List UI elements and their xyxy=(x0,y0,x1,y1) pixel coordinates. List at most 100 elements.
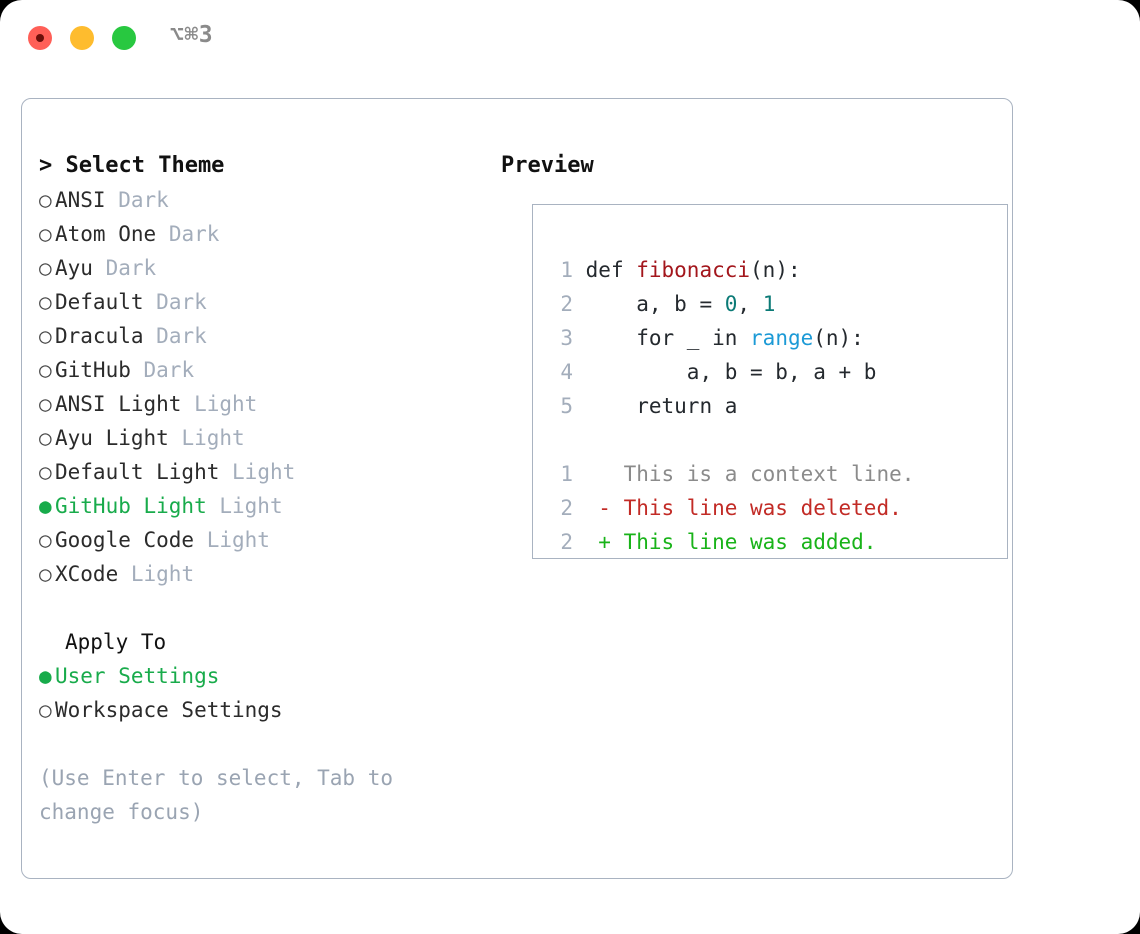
label-gap xyxy=(144,290,157,314)
radio-unselected-icon: ○ xyxy=(39,562,52,586)
radio-unselected-icon: ○ xyxy=(39,324,52,348)
theme-option-default-light[interactable]: ○Default Light Light xyxy=(39,455,489,489)
diff-line-added: 2 + This line was added. xyxy=(551,525,914,559)
theme-option-ansi-light[interactable]: ○ANSI Light Light xyxy=(39,387,489,421)
close-button-icon[interactable] xyxy=(28,26,52,50)
apply-to-option-workspace-settings[interactable]: ○Workspace Settings xyxy=(39,693,489,727)
theme-variant-badge: Dark xyxy=(156,290,207,314)
diff-marker xyxy=(573,462,624,486)
code-token: 0 xyxy=(724,292,738,316)
diff-line-number: 2 xyxy=(560,530,573,554)
label-gap xyxy=(118,562,131,586)
theme-variant-badge: Dark xyxy=(143,358,195,382)
theme-option-github[interactable]: ○GitHub Dark xyxy=(39,353,489,387)
apply-to-header: Apply To xyxy=(65,630,167,654)
radio-unselected-icon: ○ xyxy=(39,426,52,450)
code-blank-line xyxy=(551,423,914,457)
code-token: for _ in xyxy=(585,326,751,350)
window-title: ⌥⌘3 xyxy=(170,22,214,48)
theme-option-atom-one[interactable]: ○Atom One Dark xyxy=(39,217,489,251)
code-token: , xyxy=(737,292,763,316)
gutter-gap xyxy=(573,394,586,418)
gutter-gap xyxy=(573,292,586,316)
theme-option-label: Ayu Light xyxy=(55,426,169,450)
code-token: a, b = b, a + b xyxy=(585,360,877,384)
diff-line-text: This line was deleted. xyxy=(623,496,902,520)
code-line: 5 return a xyxy=(551,389,914,423)
radio-selected-icon: ● xyxy=(39,494,52,518)
code-line-number: 4 xyxy=(560,360,573,384)
title-bar: ⌥⌘3 xyxy=(0,0,1140,78)
theme-option-label: Default Light xyxy=(55,460,220,484)
label-gap xyxy=(219,460,232,484)
gutter-gap xyxy=(573,258,586,282)
theme-variant-badge: Light xyxy=(194,392,258,416)
gutter-gap xyxy=(573,326,586,350)
preview-header: Preview xyxy=(501,153,594,178)
theme-option-label: Default xyxy=(55,290,144,314)
code-line-number: 5 xyxy=(560,394,573,418)
theme-variant-badge: Light xyxy=(181,426,245,450)
theme-option-xcode[interactable]: ○XCode Light xyxy=(39,557,489,591)
code-token: def xyxy=(585,258,637,282)
theme-option-label: GitHub Light xyxy=(55,494,207,518)
diff-marker: - xyxy=(573,496,624,520)
theme-option-label: Atom One xyxy=(55,222,157,246)
code-line-number: 3 xyxy=(560,326,573,350)
theme-variant-badge: Light xyxy=(232,460,296,484)
theme-variant-badge: Dark xyxy=(168,222,220,246)
diff-line-context: 1 This is a context line. xyxy=(551,457,914,491)
code-line: 3 for _ in range(n): xyxy=(551,321,914,355)
theme-option-ayu-light[interactable]: ○Ayu Light Light xyxy=(39,421,489,455)
code-token: fibonacci xyxy=(636,258,751,282)
diff-line-text: This is a context line. xyxy=(623,462,915,486)
label-gap xyxy=(156,222,169,246)
code-line: 2 a, b = 0, 1 xyxy=(551,287,914,321)
label-gap xyxy=(106,188,119,212)
code-line-number: 2 xyxy=(560,292,573,316)
zoom-button-icon[interactable] xyxy=(112,26,136,50)
preview-column: Preview 1 def fibonacci(n):2 a, b = 0, 1… xyxy=(501,149,1008,559)
theme-variant-badge: Dark xyxy=(156,324,207,348)
diff-marker: + xyxy=(573,530,624,554)
apply-to-option-label: Workspace Settings xyxy=(55,698,283,722)
theme-option-label: ANSI xyxy=(55,188,106,212)
radio-unselected-icon: ○ xyxy=(39,188,52,212)
code-line: 1 def fibonacci(n): xyxy=(551,253,914,287)
theme-selection-column: > Select Theme ○ANSI Dark○Atom One Dark○… xyxy=(39,149,489,829)
theme-variant-badge: Light xyxy=(130,562,195,586)
code-line-number: 1 xyxy=(560,258,573,282)
code-line: 4 a, b = b, a + b xyxy=(551,355,914,389)
theme-option-dracula[interactable]: ○Dracula Dark xyxy=(39,319,489,353)
radio-unselected-icon: ○ xyxy=(39,358,52,382)
theme-list[interactable]: ○ANSI Dark○Atom One Dark○Ayu Dark○Defaul… xyxy=(39,183,489,591)
traffic-lights xyxy=(28,26,136,50)
apply-to-option-user-settings[interactable]: ●User Settings xyxy=(39,659,489,693)
theme-option-default[interactable]: ○Default Dark xyxy=(39,285,489,319)
theme-option-ayu[interactable]: ○Ayu Dark xyxy=(39,251,489,285)
list-spacer xyxy=(39,591,489,625)
theme-option-label: XCode xyxy=(55,562,119,586)
radio-unselected-icon: ○ xyxy=(39,290,52,314)
apply-to-list[interactable]: ●User Settings○Workspace Settings xyxy=(39,659,489,727)
theme-option-google-code[interactable]: ○Google Code Light xyxy=(39,523,489,557)
theme-variant-badge: Light xyxy=(206,528,270,552)
code-token: range xyxy=(750,326,814,350)
theme-option-label: GitHub xyxy=(55,358,131,382)
minimize-button-icon[interactable] xyxy=(70,26,94,50)
theme-option-label: Google Code xyxy=(55,528,195,552)
theme-option-ansi[interactable]: ○ANSI Dark xyxy=(39,183,489,217)
label-gap xyxy=(169,426,182,450)
theme-option-label: ANSI Light xyxy=(55,392,182,416)
label-gap xyxy=(194,528,207,552)
keyboard-hint-text: (Use Enter to select, Tab to change focu… xyxy=(39,766,394,824)
gutter-gap xyxy=(573,360,586,384)
diff-line-number: 2 xyxy=(560,496,573,520)
theme-option-github-light[interactable]: ●GitHub Light Light xyxy=(39,489,489,523)
radio-unselected-icon: ○ xyxy=(39,392,52,416)
theme-option-label: Ayu xyxy=(55,256,93,280)
code-token: 1 xyxy=(762,292,776,316)
